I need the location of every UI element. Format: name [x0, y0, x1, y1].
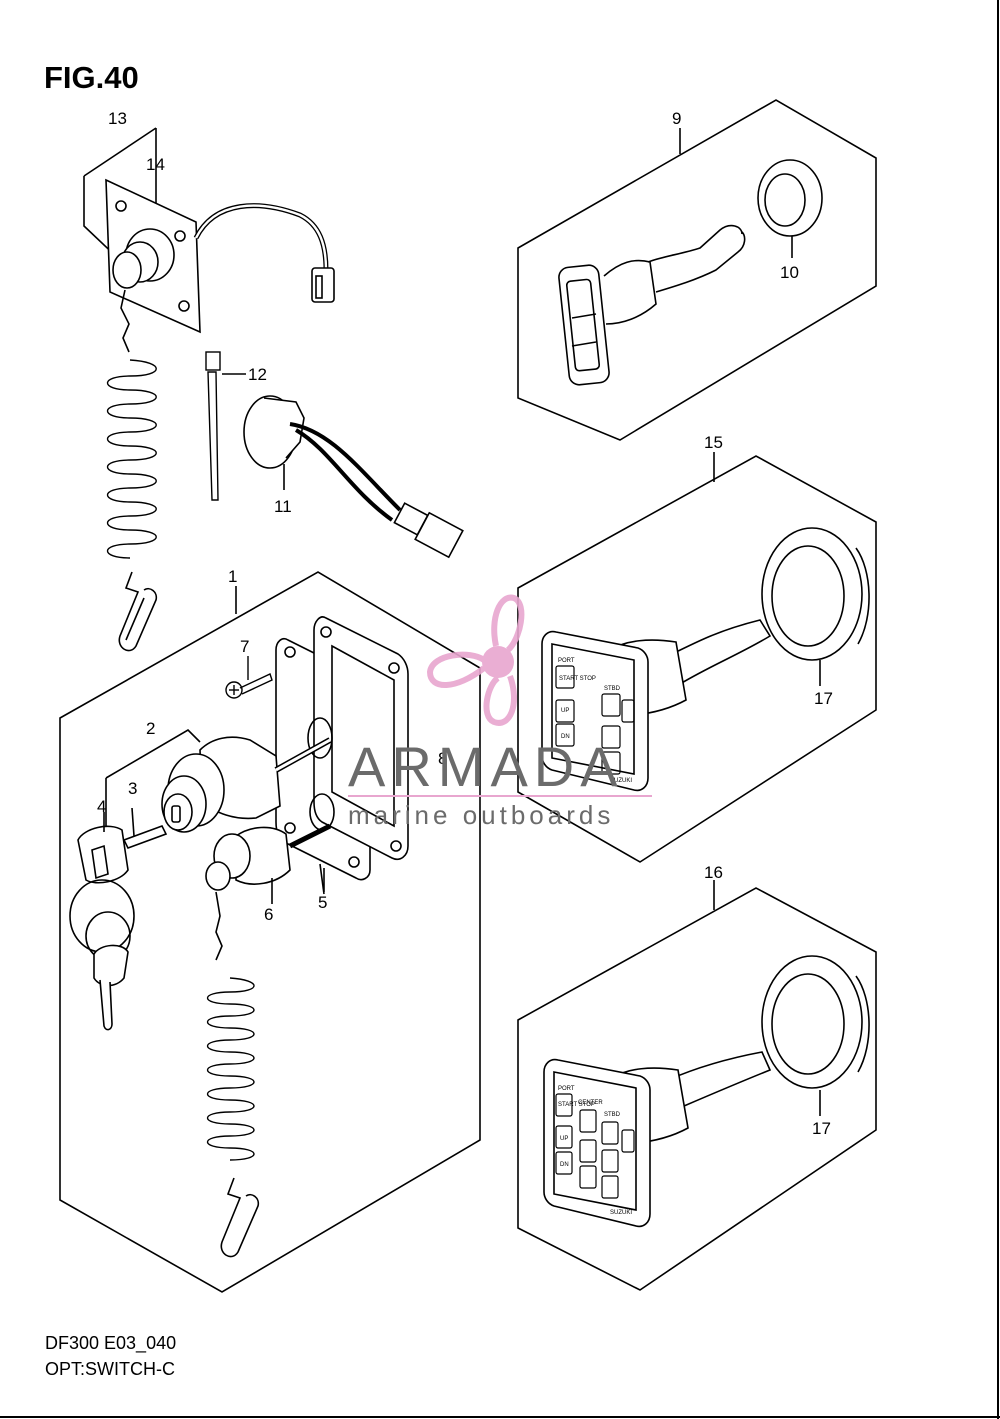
watermark: ARMADA marine outboards: [348, 594, 652, 830]
callout-10: 10: [780, 263, 799, 282]
callout-11: 11: [274, 497, 292, 516]
model-code: DF300 E03_040: [45, 1333, 177, 1353]
callout-7: 7: [240, 637, 249, 656]
switch-panel-15-group: [517, 452, 877, 863]
callout-6: 6: [264, 905, 273, 924]
lanyard-switch-assembly: [83, 127, 335, 652]
compact-switch-group: [517, 99, 877, 441]
watermark-tagline: marine outboards: [348, 800, 614, 830]
svg-text:UP: UP: [560, 1136, 568, 1142]
callout-8: 8: [438, 749, 447, 768]
svg-text:STBD: STBD: [604, 1112, 621, 1118]
svg-text:START STOP: START STOP: [558, 1102, 595, 1108]
callout-3: 3: [128, 779, 137, 798]
svg-text:SUZUKI: SUZUKI: [610, 1210, 632, 1216]
option-name: OPT:SWITCH-C: [45, 1359, 175, 1379]
svg-text:PORT: PORT: [558, 658, 575, 664]
callout-17a: 17: [814, 689, 833, 708]
callout-15: 15: [704, 433, 723, 452]
svg-text:DN: DN: [560, 1162, 569, 1168]
callout-13: 13: [108, 109, 127, 128]
switch-panel-16-group: [517, 880, 877, 1291]
panel-15-labels: PORT STBD START STOP UP DN SUZUKI: [558, 658, 632, 784]
propeller-logo-icon: [426, 594, 525, 726]
svg-text:CENTER: CENTER: [578, 1100, 603, 1106]
svg-text:DN: DN: [561, 734, 570, 740]
cable-tie: [205, 351, 246, 501]
svg-text:STBD: STBD: [604, 686, 621, 692]
svg-text:PORT: PORT: [558, 1086, 575, 1092]
figure-title: FIG.40: [44, 60, 139, 95]
callout-12: 12: [248, 365, 267, 384]
svg-text:SUZUKI: SUZUKI: [610, 778, 632, 784]
svg-text:START STOP: START STOP: [559, 676, 596, 682]
callout-1: 1: [228, 567, 237, 586]
callout-16: 16: [704, 863, 723, 882]
callout-2: 2: [146, 719, 155, 738]
panel-16-labels: PORT CENTER STBD START STOP UP DN SUZUKI: [558, 1086, 632, 1216]
callout-5: 5: [318, 893, 327, 912]
callout-17b: 17: [812, 1119, 831, 1138]
ignition-kit-group: [59, 571, 481, 1293]
callout-4: 4: [97, 797, 106, 816]
svg-text:UP: UP: [561, 708, 569, 714]
callout-14: 14: [146, 155, 165, 174]
watermark-brand: ARMADA: [348, 735, 624, 798]
cap-with-connector: [243, 395, 464, 559]
callout-9: 9: [672, 109, 681, 128]
